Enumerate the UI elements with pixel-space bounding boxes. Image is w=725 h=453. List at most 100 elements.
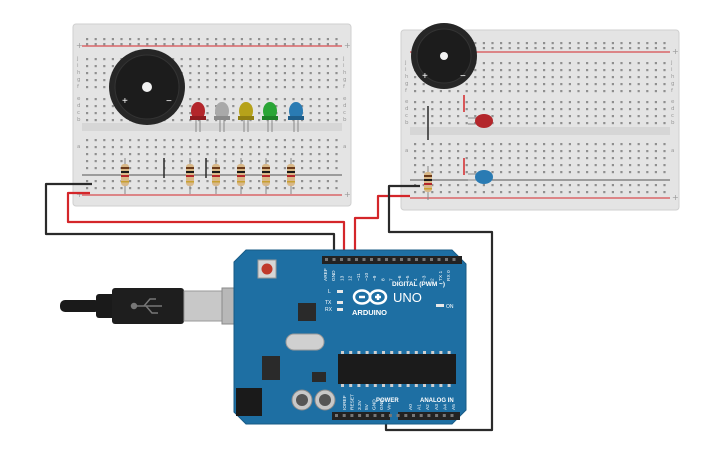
hole	[448, 184, 451, 187]
row-letter: d	[343, 103, 347, 109]
hole	[439, 164, 442, 167]
hole	[568, 101, 571, 104]
hole	[500, 76, 503, 79]
hole	[318, 86, 321, 89]
hole	[283, 105, 286, 108]
hole	[620, 62, 623, 65]
hole	[283, 187, 286, 190]
hole	[275, 79, 278, 82]
hole	[414, 150, 417, 153]
buzzer-right: + −	[411, 23, 477, 89]
usb-chip	[298, 303, 316, 321]
hole	[465, 83, 468, 86]
hole	[103, 112, 106, 115]
row-letter: e	[343, 96, 347, 102]
row-letter: h	[77, 70, 81, 76]
hole	[491, 191, 494, 194]
hole	[111, 43, 114, 46]
hole	[292, 65, 295, 68]
hole	[482, 101, 485, 104]
hole	[654, 108, 657, 111]
hole	[457, 191, 460, 194]
hole	[120, 187, 123, 190]
hole	[525, 157, 528, 160]
hole	[146, 38, 149, 41]
hole	[577, 115, 580, 118]
hole	[111, 112, 114, 115]
hole	[629, 42, 632, 45]
hole	[180, 167, 183, 170]
hole	[560, 184, 563, 187]
row-letter: i	[671, 67, 673, 73]
hole	[586, 150, 589, 153]
hole	[611, 62, 614, 65]
hole	[594, 143, 597, 146]
hole	[111, 146, 114, 149]
hole	[103, 119, 106, 122]
hole	[517, 101, 520, 104]
row-letter: b	[343, 117, 347, 123]
hole	[500, 122, 503, 125]
row-letter: j	[670, 60, 673, 66]
hole	[414, 90, 417, 93]
hole	[611, 191, 614, 194]
hole	[457, 157, 460, 160]
hole	[534, 143, 537, 146]
hole	[603, 184, 606, 187]
hole	[474, 101, 477, 104]
hole	[240, 139, 243, 142]
hole	[422, 191, 425, 194]
hole	[292, 146, 295, 149]
hole	[172, 43, 175, 46]
hole	[422, 101, 425, 104]
hole	[560, 101, 563, 104]
hole	[603, 108, 606, 111]
hole	[431, 184, 434, 187]
hole	[439, 150, 442, 153]
hole	[172, 160, 175, 163]
hole	[568, 83, 571, 86]
hole	[629, 157, 632, 160]
hole	[137, 139, 140, 142]
hole	[611, 90, 614, 93]
hole	[448, 150, 451, 153]
hole	[326, 160, 329, 163]
hole	[482, 47, 485, 50]
hole	[414, 101, 417, 104]
hole	[474, 150, 477, 153]
hole	[439, 157, 442, 160]
hole	[309, 65, 312, 68]
hole	[103, 79, 106, 82]
hole	[611, 143, 614, 146]
hole	[206, 58, 209, 61]
hole	[215, 65, 218, 68]
hole	[646, 122, 649, 125]
hole	[508, 171, 511, 174]
hole	[491, 184, 494, 187]
hole	[318, 112, 321, 115]
hole	[163, 180, 166, 183]
hole	[543, 115, 546, 118]
hole	[103, 58, 106, 61]
hole	[249, 86, 252, 89]
hole	[283, 65, 286, 68]
row-letter: g	[405, 81, 409, 87]
hole	[482, 184, 485, 187]
hole	[629, 90, 632, 93]
hole	[500, 90, 503, 93]
hole	[180, 38, 183, 41]
hole	[111, 139, 114, 142]
hole	[301, 43, 304, 46]
hole	[414, 164, 417, 167]
hole	[326, 187, 329, 190]
hole	[258, 119, 261, 122]
hole	[525, 62, 528, 65]
hole	[172, 146, 175, 149]
reset-button[interactable]	[257, 259, 277, 279]
hole	[189, 98, 192, 101]
hole	[654, 42, 657, 45]
hole	[335, 79, 338, 82]
status-leds: L TX RX	[325, 289, 343, 313]
hole	[594, 150, 597, 153]
